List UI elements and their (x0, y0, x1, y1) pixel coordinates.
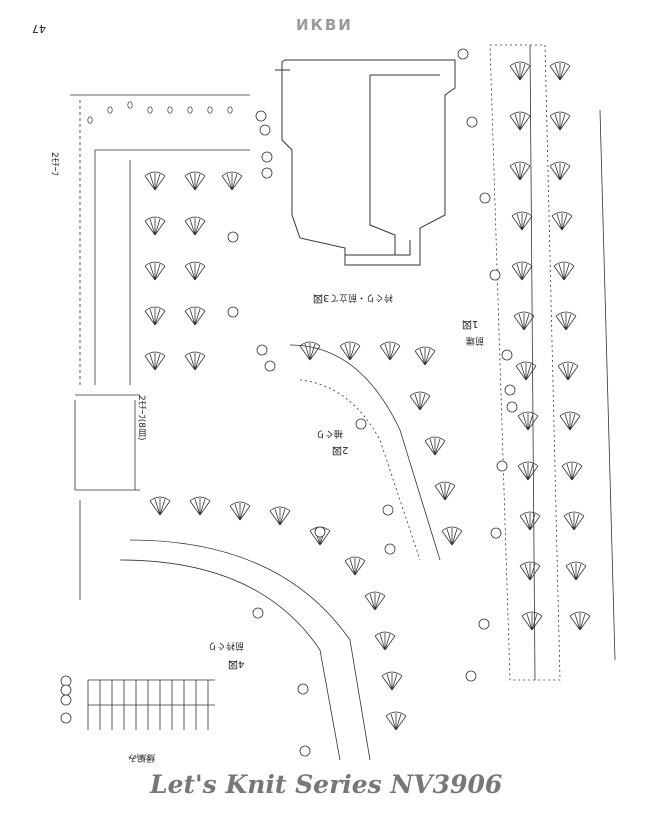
row-markers (60, 48, 518, 757)
figure-5-caption: 縁編み (128, 752, 156, 762)
figure-4-caption: 前衿ぐり (208, 640, 245, 650)
armhole-block (289, 344, 441, 561)
side-label-mid: 2ﾓﾁｰﾌ(8目) (136, 395, 146, 441)
figure-3-caption: 衿ぐり・前立て (330, 292, 394, 302)
collar-block (70, 94, 250, 491)
page-header: ИКВИ (296, 16, 353, 34)
front-edge-strip (489, 44, 616, 681)
armhole-fans (299, 341, 463, 546)
figure-1-caption: 前端 (466, 335, 485, 345)
figure-2-caption: 袖ぐり (316, 428, 344, 438)
figure-3-label: 3図 (313, 292, 330, 303)
figure-2-label: 2図 (332, 444, 349, 455)
side-label-count: 2ﾓﾁｰﾌ (49, 152, 59, 176)
figure-1-label: 1図 (462, 318, 479, 329)
collar-fans (87, 101, 243, 371)
garment-outline (275, 59, 456, 266)
figure-4-label: 4図 (228, 658, 245, 669)
neckline-fans (149, 496, 407, 731)
edging-block (87, 679, 215, 730)
neckline-block (79, 500, 371, 761)
front-edge-fans (509, 61, 591, 631)
series-footer: Let's Knit Series NV3906 (150, 770, 503, 799)
